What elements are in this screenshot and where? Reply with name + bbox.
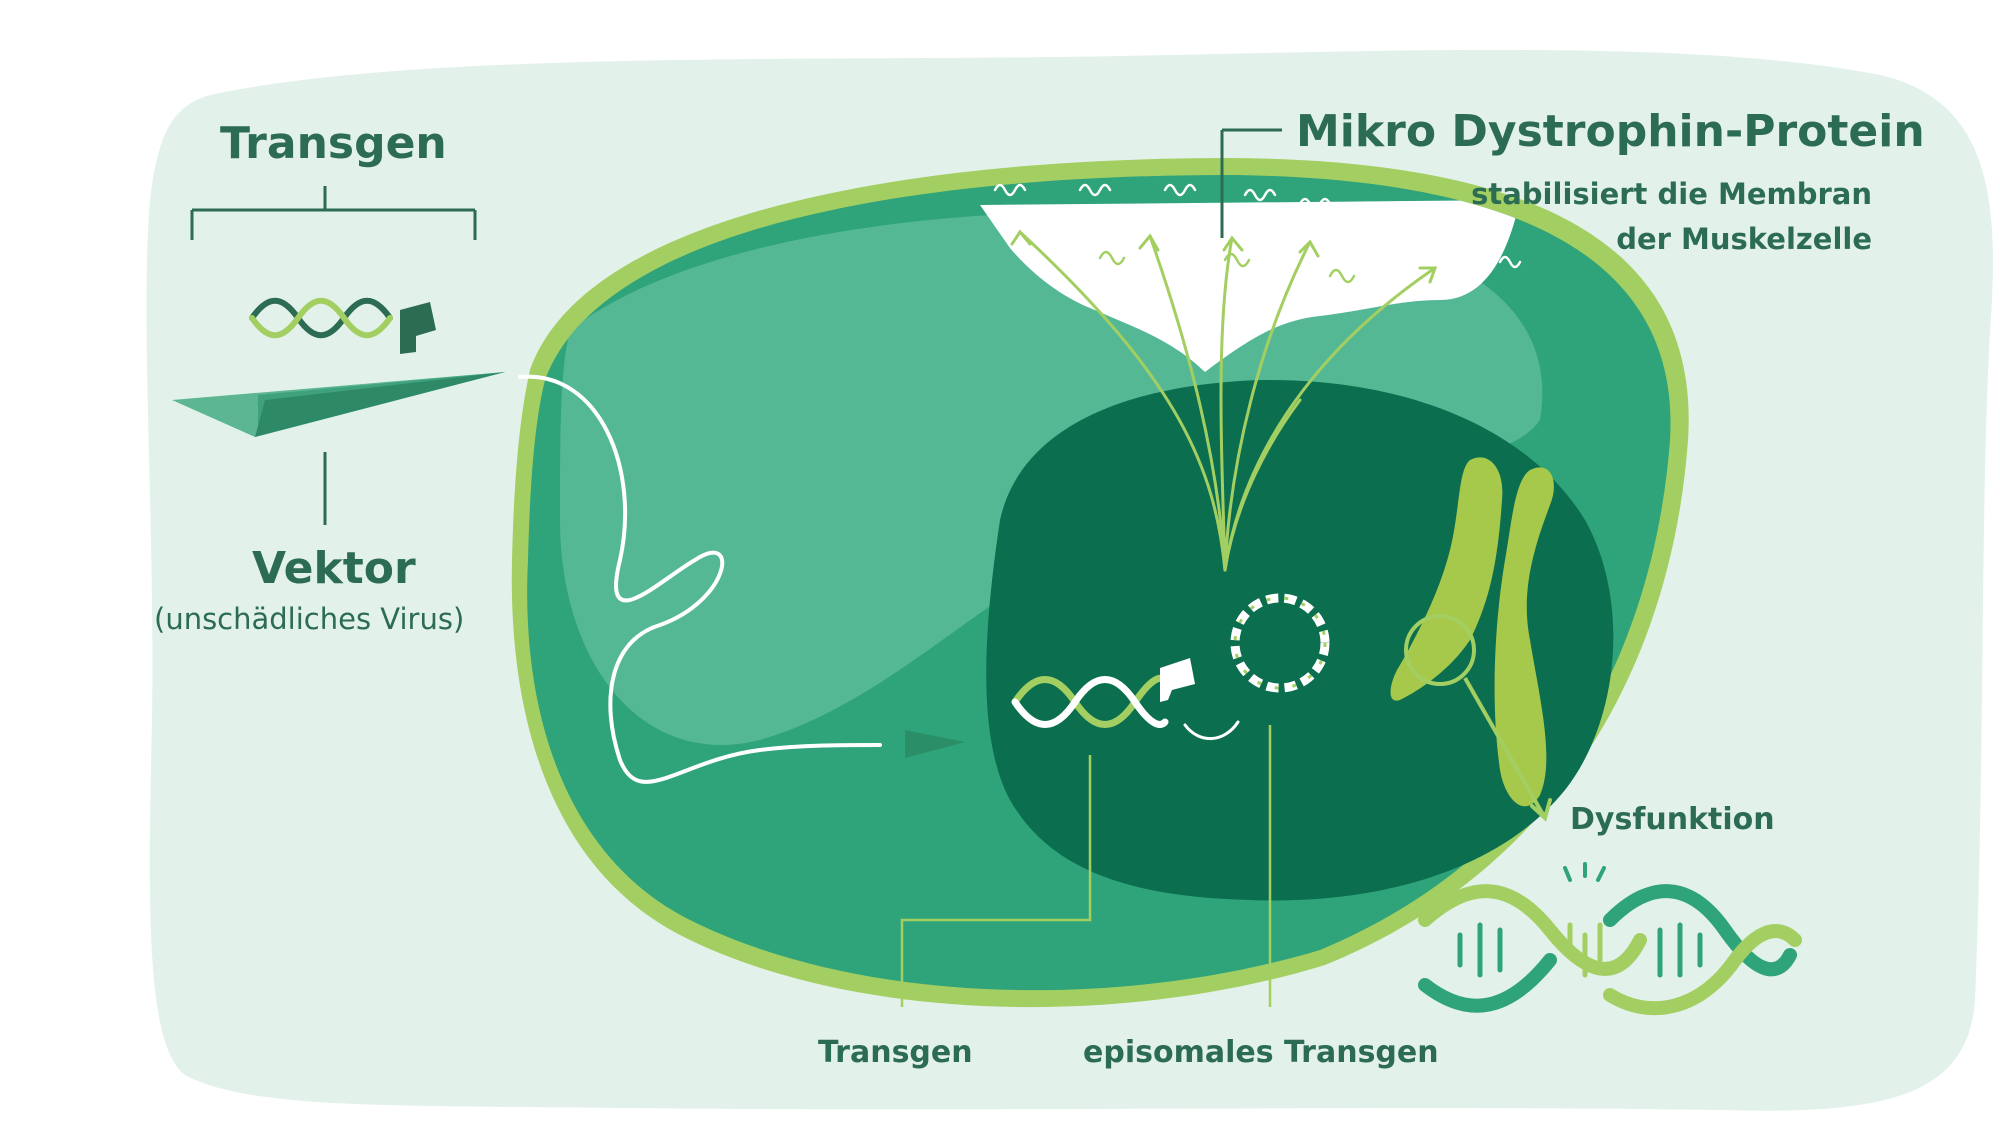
transgen-bottom-label: Transgen bbox=[818, 1035, 973, 1070]
promoter-flag-airplane bbox=[400, 302, 436, 354]
membrane-opening bbox=[980, 200, 1520, 372]
stabilisiert-label: stabilisiert die Membran der Muskelzelle bbox=[1471, 177, 1872, 256]
virus-label: (unschädliches Virus) bbox=[154, 602, 465, 636]
mikro-dystrophin-bracket bbox=[1220, 128, 1282, 238]
entry-arrowhead bbox=[905, 730, 965, 758]
paper-airplane-vector bbox=[172, 372, 505, 437]
circularize-arrow bbox=[1183, 720, 1240, 741]
vector-entry-path bbox=[518, 374, 882, 784]
magnifier-handle bbox=[1463, 677, 1547, 819]
promoter-flag-icon bbox=[1160, 658, 1195, 702]
mikro-dystrophin-squiggles bbox=[993, 183, 1522, 269]
episomal-transgen-label: episomales Transgen bbox=[1083, 1035, 1439, 1070]
protein-export-threads bbox=[1018, 230, 1437, 572]
bottom-connectors bbox=[900, 725, 1272, 1007]
dysfunctional-dna-icon bbox=[1418, 862, 1802, 1016]
mikro-dystrophin-label: Mikro Dystrophin-Protein bbox=[1296, 106, 1925, 157]
episomal-ring-inner bbox=[1233, 596, 1327, 690]
vektor-label: Vektor bbox=[252, 543, 416, 594]
magnifier-icon bbox=[1404, 614, 1476, 686]
transgen-title-label: Transgen bbox=[220, 118, 447, 169]
thread-arrowheads bbox=[1010, 229, 1438, 284]
nucleus bbox=[986, 379, 1614, 901]
transgen-dna-nucleus bbox=[1011, 674, 1169, 728]
cytoplasm-squiggles bbox=[1098, 250, 1356, 284]
dysfunktion-label: Dysfunktion bbox=[1570, 802, 1775, 837]
chromosome bbox=[1390, 457, 1554, 807]
transgen-bracket bbox=[190, 186, 477, 240]
magnifier-arrowhead bbox=[1530, 798, 1552, 822]
transgen-dna-airplane bbox=[249, 297, 393, 339]
